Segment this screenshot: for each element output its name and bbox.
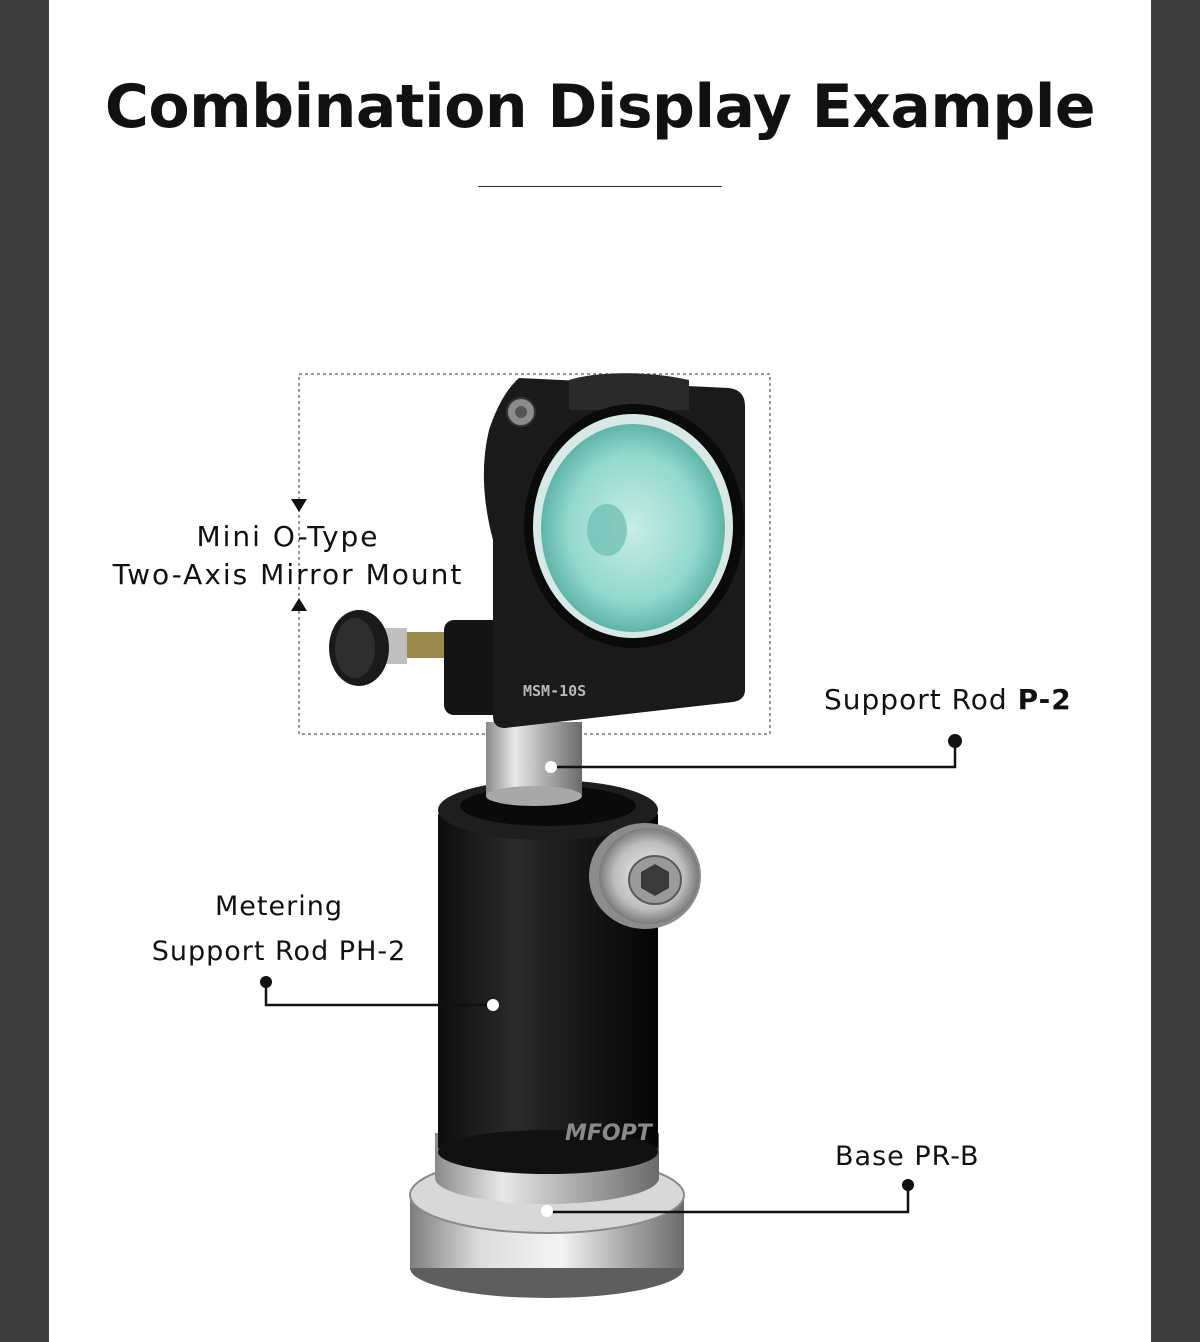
label-base-text: Base PR-B: [835, 1141, 980, 1172]
brand-marking: MFOPT: [565, 1121, 654, 1146]
label-support-rod: Support Rod P-2: [824, 681, 1072, 719]
mirror-mount-msm-10s: MSM-10S: [329, 373, 745, 728]
marker-dot-support-rod: [948, 734, 962, 748]
leader-lines: [264, 742, 957, 1214]
title-divider: [478, 186, 722, 187]
marker-dot-metering-rod: [260, 976, 272, 988]
label-mirror-mount-line1: Mini O-Type: [196, 520, 380, 553]
label-support-rod-text: Support Rod: [824, 683, 1018, 716]
support-rod-p-2: [486, 722, 582, 806]
marker-dot-base: [902, 1179, 914, 1191]
leader-line-metering-rod: [264, 983, 493, 1007]
label-base: Base PR-B: [835, 1138, 980, 1176]
anchor-dot-metering-rod: [487, 999, 499, 1011]
arrow-up-icon: [291, 598, 307, 611]
thumb-screw: [589, 823, 701, 929]
label-mirror-mount: Mini O-Type Two-Axis Mirror Mount: [97, 518, 479, 594]
metering-rod-ph-2: MFOPT: [438, 780, 658, 1174]
leader-line-base: [547, 1186, 910, 1214]
anchor-dot-base: [541, 1205, 553, 1217]
label-metering-rod-line1: Metering: [215, 891, 343, 922]
label-mirror-mount-line2: Two-Axis Mirror Mount: [112, 558, 464, 591]
mount-highlight-box: [298, 373, 771, 735]
product-illustration: MFOPT: [260, 373, 962, 1298]
arrow-down-icon: [291, 499, 307, 512]
label-support-rod-code: P-2: [1017, 683, 1072, 716]
label-metering-rod-line2: Support Rod PH-2: [151, 936, 407, 967]
page-title: Combination Display Example: [104, 72, 1096, 142]
anchor-dot-support-rod: [545, 761, 557, 773]
leader-line-support-rod: [551, 742, 957, 769]
content-panel: Combination Display Example: [49, 0, 1151, 1342]
model-marking: MSM-10S: [523, 682, 586, 700]
label-metering-rod: Metering Support Rod PH-2: [149, 884, 409, 974]
